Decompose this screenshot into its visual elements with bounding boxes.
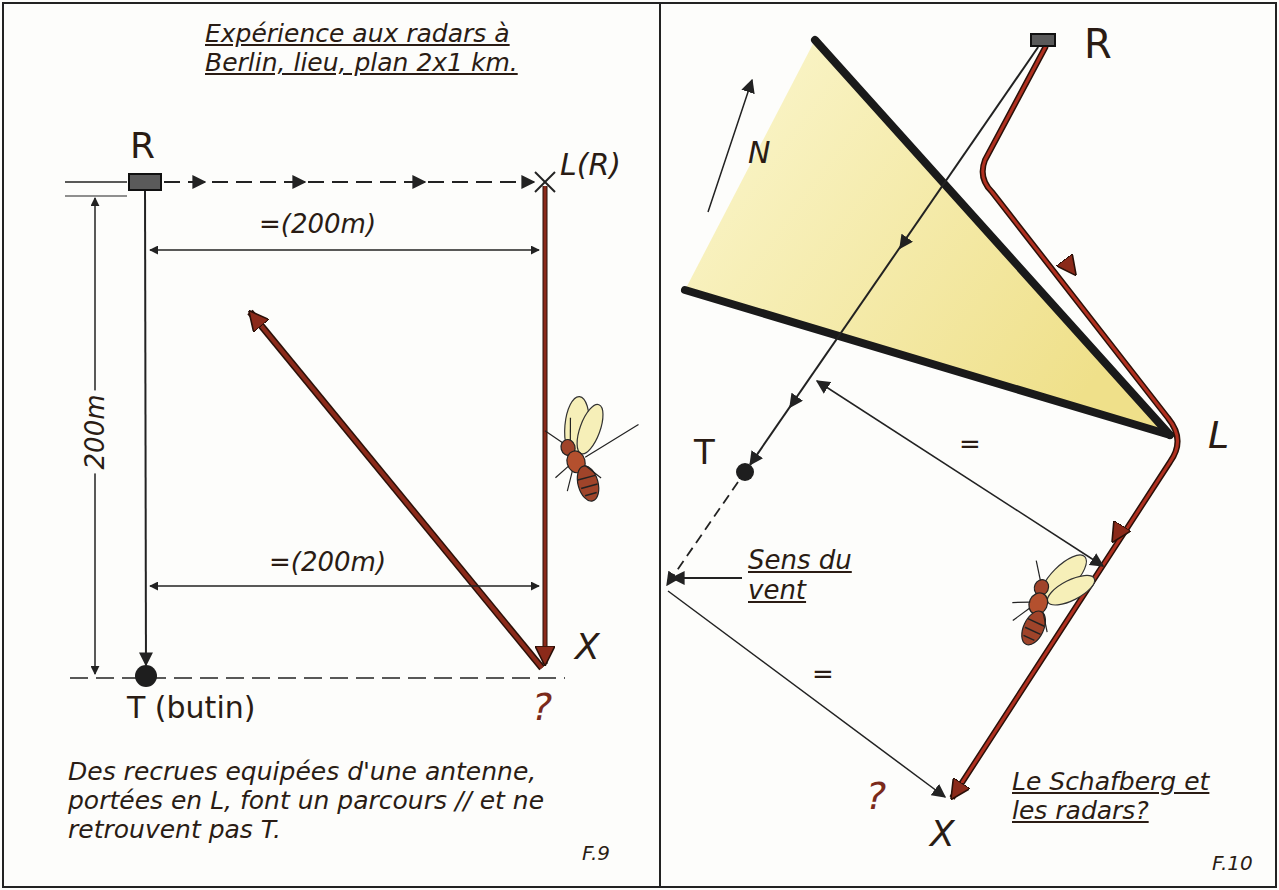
flight-arrow [750,47,1038,465]
radar-box: R [1030,33,1056,47]
question-mark: ? [866,775,886,819]
flight-arrow [144,191,147,665]
figure-caption: Des recrues equipées d'une antenne, port… [68,758,573,844]
node-label: T [694,433,715,472]
equal-mark: = [808,660,838,690]
node-label: R [1084,21,1112,67]
target-dot: T [736,463,754,481]
dimension-label: =(200m) [255,210,380,240]
figure-number: F.10 [1212,852,1253,875]
node-label: T (butin) [127,691,255,726]
node-label: R [130,125,155,166]
dimension-label: 200m [80,391,110,474]
point-label: L [1208,414,1229,458]
note-label: Le Schafberg et les radars? [1012,768,1227,826]
point-label: X [930,813,955,854]
wind-label: Sens du vent [748,546,873,606]
point-label: X [575,626,600,667]
radar-box: R [128,173,162,191]
figure-number: F.9 [582,842,610,865]
figure-title: Expérience aux radars à Berlin, lieu, pl… [205,20,565,78]
target-dot: T (butin) [135,665,157,687]
question-mark: ? [532,686,552,730]
equal-mark: = [955,430,985,460]
point-label: L(R) [560,148,621,183]
north-label: N [748,136,770,171]
dimension-label: =(200m) [265,548,390,578]
